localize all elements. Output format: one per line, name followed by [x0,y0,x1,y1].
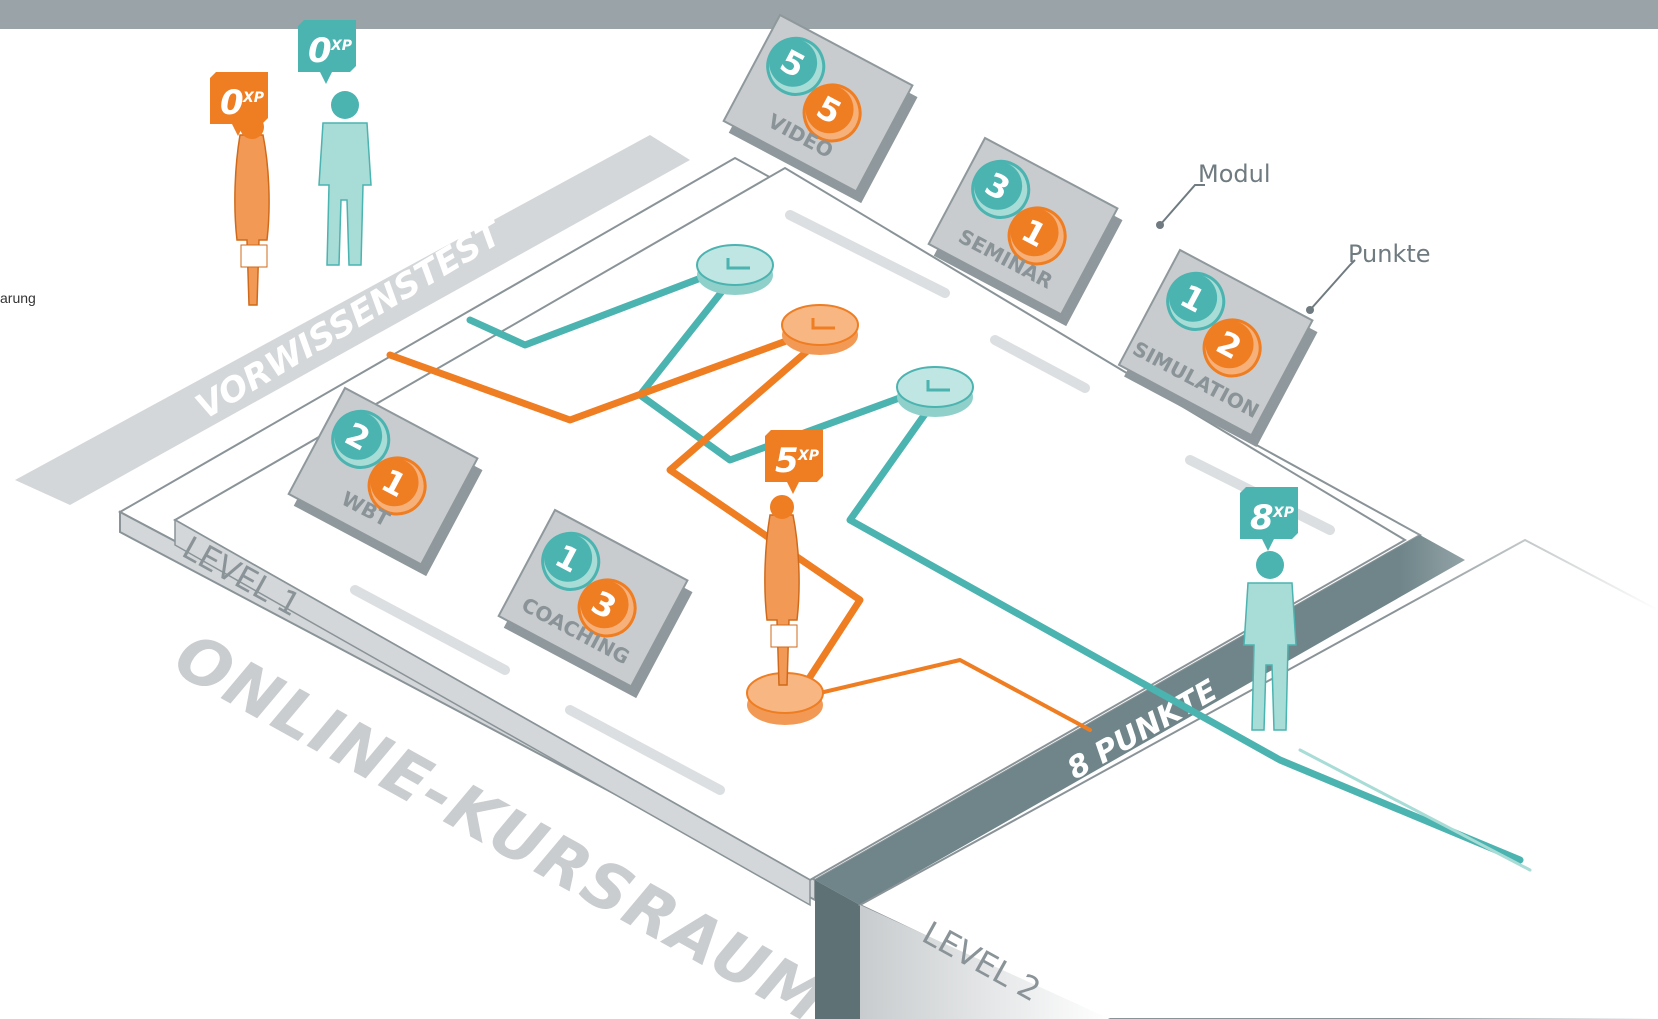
platform-dashes [350,210,1335,795]
checkpoint-teal-1 [696,244,774,295]
teal-points-coin: 3 [971,159,1031,219]
xp-value: 0 [220,83,244,123]
checkpoint-teal-2 [896,366,974,417]
orange-points-coin: 2 [1202,318,1262,378]
orange-path-3 [788,658,1092,732]
modul-label: Modul [1198,160,1271,188]
teal-points-coin: 5 [766,36,826,96]
xp-value: 5 [775,441,799,481]
punkte-label: Punkte [1348,240,1431,268]
orange-points-coin: 1 [1007,206,1067,266]
xp-unit: XP [797,448,820,464]
person-man-start [318,91,372,266]
teal-points-coin: 1 [541,531,601,591]
top-bar [0,0,1658,29]
person-woman-start [234,115,270,306]
orange-path-2 [666,336,864,704]
teal-points-coin: 1 [1166,271,1226,331]
gate-bar [815,535,1465,905]
person-man-gate [1243,551,1297,731]
learning-paths [386,261,1532,872]
modul-callout: Modul [1156,160,1271,229]
teal-path-4 [636,271,739,399]
xp-value: 0 [308,31,332,71]
gate-bar-side [815,880,860,1019]
teal-path [466,261,739,349]
orange-path [386,321,834,424]
orange-points-coin: 1 [367,456,427,516]
checkpoint-orange-2 [746,672,824,725]
xp-unit: XP [330,38,353,54]
teal-path-2 [636,381,939,464]
xp-value: 8 [1250,498,1274,538]
pretest-strip [15,135,690,505]
teal-path-3 [846,396,1524,864]
xp-unit: XP [242,90,265,106]
checkpoint-orange-1 [781,304,859,355]
punkte-callout: Punkte [1306,240,1431,314]
level2-platform [857,520,1658,1019]
teal-exit-path [1298,748,1532,872]
person-woman-mid [764,495,800,686]
header-fragment: arung [0,290,36,306]
xp-unit: XP [1272,505,1295,521]
teal-points-coin: 2 [331,409,391,469]
orange-points-coin: 3 [577,578,637,638]
orange-points-coin: 5 [802,83,862,143]
